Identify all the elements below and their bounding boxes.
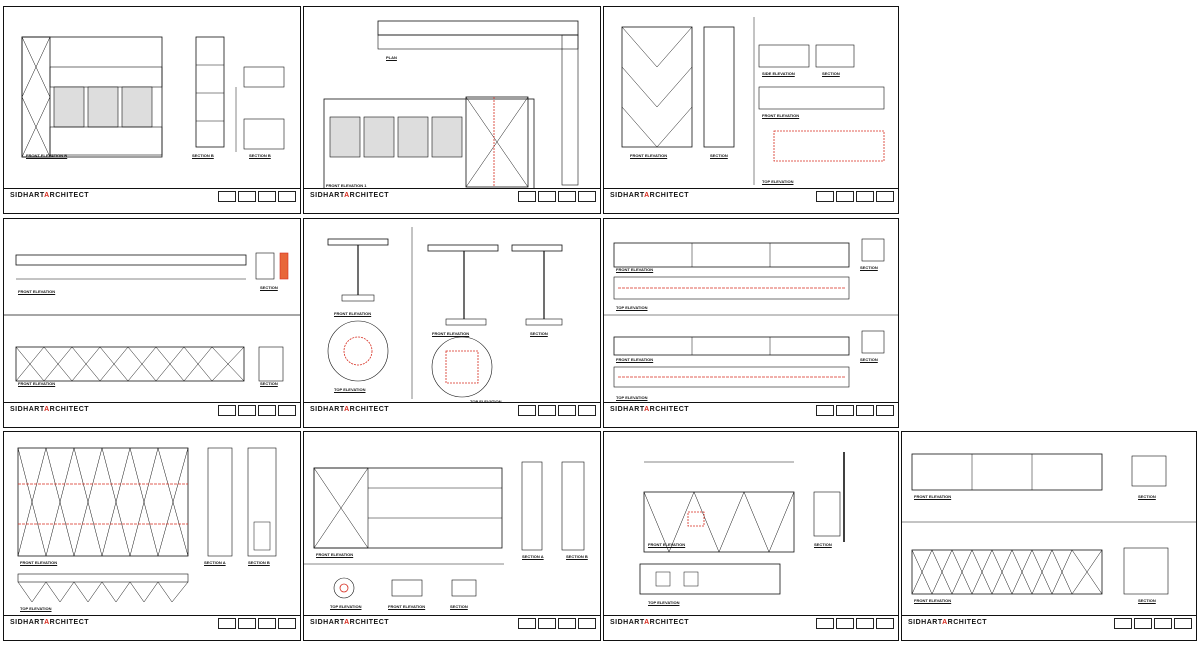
drawing-sheet-9: FRONT ELEVATION SECTION TOP ELEVATION SI…: [603, 431, 899, 641]
title-block: SIDHARTARCHITECT: [604, 615, 898, 640]
firm-logo: SIDHARTARCHITECT: [310, 192, 390, 199]
view-label: FRONT ELEVATION: [432, 331, 470, 336]
view-label: FRONT ELEVATION: [616, 357, 654, 362]
firm-logo: SIDHARTARCHITECT: [10, 406, 90, 413]
sheet-10-drawing: [902, 453, 1196, 595]
view-label: TOP ELEVATION: [20, 606, 52, 611]
drawing-sheet-3: FRONT ELEVATION SECTION SIDE ELEVATION S…: [603, 6, 899, 214]
view-label: SECTION A: [204, 560, 226, 565]
title-block-cells: [218, 405, 296, 416]
view-label: SIDE ELEVATION: [762, 71, 795, 76]
view-label: SECTION: [814, 542, 832, 547]
view-label: SECTION: [860, 357, 878, 362]
title-block-cells: [816, 618, 894, 629]
sheet-4-drawing: [4, 252, 300, 382]
sheet-9-drawing: [639, 452, 845, 595]
view-label: SECTION: [260, 381, 278, 386]
view-label: TOP ELEVATION: [762, 179, 794, 184]
view-label: FRONT ELEVATION: [18, 289, 56, 294]
drawing-sheet-6: FRONT ELEVATION SECTION TOP ELEVATION FR…: [603, 218, 899, 428]
sheet-6-drawing: [604, 238, 898, 388]
view-label: TOP ELEVATION: [334, 387, 366, 392]
title-block: SIDHARTARCHITECT: [4, 615, 300, 640]
view-label: FRONT ELEVATION: [616, 267, 654, 272]
title-block: SIDHARTARCHITECT: [902, 615, 1196, 640]
title-block: SIDHARTARCHITECT: [604, 402, 898, 427]
firm-logo: SIDHARTARCHITECT: [10, 192, 90, 199]
title-block-cells: [218, 618, 296, 629]
view-label: SECTION: [1138, 598, 1156, 603]
view-label: FRONT ELEVATION: [630, 153, 668, 158]
view-label: SECTION: [710, 153, 728, 158]
view-label: TOP ELEVATION: [330, 604, 362, 609]
view-label: SECTION B: [566, 554, 588, 559]
view-label: TOP ELEVATION: [648, 600, 680, 605]
title-block-cells: [518, 191, 596, 202]
title-block: SIDHARTARCHITECT: [304, 402, 600, 427]
title-block-cells: [518, 405, 596, 416]
view-label: SECTION: [860, 265, 878, 270]
view-label: SECTION B: [248, 560, 270, 565]
title-block: SIDHARTARCHITECT: [304, 188, 600, 213]
view-label: SECTION B: [192, 153, 214, 158]
sheet-7-drawing: [17, 447, 277, 603]
title-block-cells: [1114, 618, 1192, 629]
drawing-sheet-4: FRONT ELEVATION SECTION FRONT ELEVATION …: [3, 218, 301, 428]
view-label: SECTION A: [522, 554, 544, 559]
title-block-cells: [218, 191, 296, 202]
firm-logo: SIDHARTARCHITECT: [10, 619, 90, 626]
view-label: SECTION: [260, 285, 278, 290]
view-label: FRONT ELEVATION: [388, 604, 426, 609]
drawing-sheet-2: PLAN FRONT ELEVATION 1 SIDHARTARCHITECT: [303, 6, 601, 214]
firm-logo: SIDHARTARCHITECT: [610, 406, 690, 413]
view-label: SECTION B: [249, 153, 271, 158]
sheet-8-drawing: [304, 461, 585, 599]
drawing-sheet-7: FRONT ELEVATION SECTION A SECTION B TOP …: [3, 431, 301, 641]
drawing-sheet-5: FRONT ELEVATION TOP ELEVATION FRONT ELEV…: [303, 218, 601, 428]
view-label: PLAN: [386, 55, 397, 60]
drawing-sheet-10: FRONT ELEVATION SECTION FRONT ELEVATION …: [901, 431, 1197, 641]
firm-logo: SIDHARTARCHITECT: [610, 619, 690, 626]
view-label: FRONT ELEVATION: [18, 381, 56, 386]
view-label: SECTION: [822, 71, 840, 76]
title-block-cells: [816, 405, 894, 416]
view-label: FRONT ELEVATION: [914, 598, 952, 603]
view-label: FRONT ELEVATION B: [26, 153, 68, 158]
drawing-sheet-1: FRONT ELEVATION B SECTION B SECTION B SI…: [3, 6, 301, 214]
view-label: FRONT ELEVATION: [648, 542, 686, 547]
firm-logo: SIDHARTARCHITECT: [310, 406, 390, 413]
view-label: SECTION: [530, 331, 548, 336]
firm-logo: SIDHARTARCHITECT: [908, 619, 988, 626]
view-label: FRONT ELEVATION: [914, 494, 952, 499]
title-block-cells: [518, 618, 596, 629]
title-block-cells: [816, 191, 894, 202]
title-block: SIDHARTARCHITECT: [4, 402, 300, 427]
title-block: SIDHARTARCHITECT: [304, 615, 600, 640]
view-label: SECTION: [450, 604, 468, 609]
view-label: FRONT ELEVATION: [316, 552, 354, 557]
firm-logo: SIDHARTARCHITECT: [610, 192, 690, 199]
view-label: FRONT ELEVATION: [20, 560, 58, 565]
view-label: TOP ELEVATION: [616, 305, 648, 310]
view-label: FRONT ELEVATION 1: [326, 183, 367, 188]
view-label: TOP ELEVATION: [616, 395, 648, 400]
view-label: SECTION: [1138, 494, 1156, 499]
sheet-3-drawing: [621, 17, 885, 185]
view-label: TOP ELEVATION: [470, 399, 502, 404]
title-block: SIDHARTARCHITECT: [4, 188, 300, 213]
sheet-2-drawing: [323, 20, 579, 190]
drawing-sheet-8: FRONT ELEVATION SECTION A SECTION B TOP …: [303, 431, 601, 641]
sheet-1-drawing: [21, 36, 285, 158]
title-block: SIDHARTARCHITECT: [604, 188, 898, 213]
firm-logo: SIDHARTARCHITECT: [310, 619, 390, 626]
view-label: FRONT ELEVATION: [334, 311, 372, 316]
view-label: FRONT ELEVATION: [762, 113, 800, 118]
sheet-5-drawing: [327, 227, 563, 399]
